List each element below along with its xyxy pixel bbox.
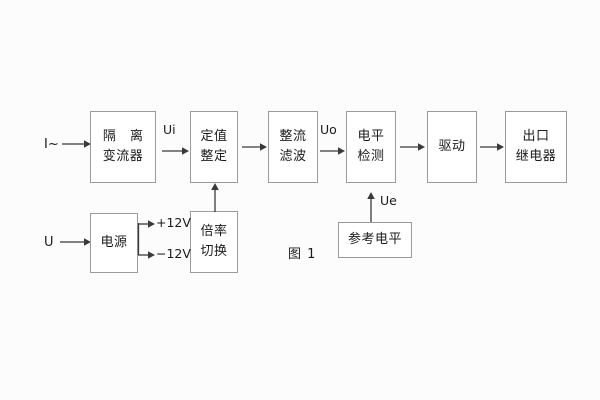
block-multiplier-switch-line2: 切换 [200,244,228,259]
block-rectify-filter-line2: 滤波 [279,149,307,164]
signal-ui-label: Ui [163,122,176,137]
arrow-rail-negative [138,250,156,260]
block-multiplier-switch-line1: 倍率 [200,223,228,239]
block-reference-level-line1: 参考电平 [347,231,402,247]
arrow-reference-to-level [366,192,376,222]
arrow-rectify-to-level [320,146,346,156]
block-level-detect: 电平 检测 [346,111,396,183]
current-input-label: I~ [44,137,59,152]
rail-negative-label: −12V [156,246,191,261]
block-power-supply: 电源 [90,213,138,273]
current-input-arrow [62,139,92,149]
block-output-relay: 出口 继电器 [505,111,567,183]
block-level-detect-line2: 检测 [357,149,385,164]
block-reference-level: 参考电平 [338,222,412,258]
arrow-rail-positive [138,219,156,229]
voltage-input-arrow [60,237,92,247]
block-isolation-ct: 隔 离 变流器 [90,111,156,183]
rail-positive-label: +12V [156,215,191,230]
signal-ue-label: Ue [380,193,397,208]
block-setting-value-line2: 整定 [200,149,228,164]
block-level-detect-line1: 电平 [357,128,385,144]
arrow-multiplier-to-setting [210,183,220,212]
block-output-relay-line1: 出口 [522,128,550,144]
block-setting-value: 定值 整定 [190,111,238,183]
block-driver: 驱动 [427,111,477,183]
block-isolation-ct-line2: 变流器 [102,149,144,164]
arrow-setting-to-rectify [242,142,268,152]
arrow-level-to-driver [400,142,426,152]
figure-caption: 图 1 [288,247,317,262]
block-rectify-filter: 整流 滤波 [268,111,318,183]
arrow-driver-to-output [480,142,505,152]
block-output-relay-line2: 继电器 [515,149,557,164]
block-isolation-ct-line1: 隔 离 [102,128,149,144]
arrow-isolation-to-setting [162,146,190,156]
block-multiplier-switch: 倍率 切换 [190,211,238,273]
block-driver-line1: 驱动 [438,138,466,154]
rail-bus-line [137,223,140,255]
block-setting-value-line1: 定值 [200,128,228,144]
voltage-input-label: U [44,235,54,250]
block-power-supply-line1: 电源 [100,234,128,250]
signal-uo-label: Uo [320,122,337,137]
block-rectify-filter-line1: 整流 [279,128,307,144]
